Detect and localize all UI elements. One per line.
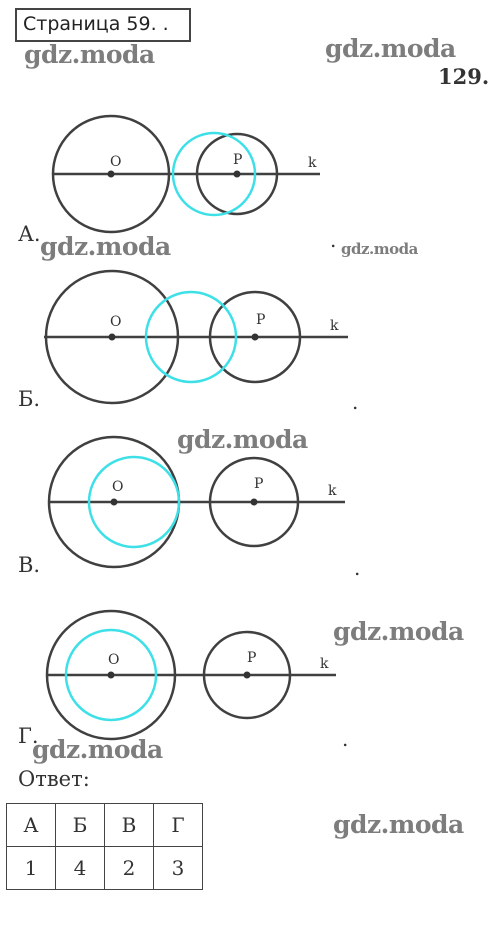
circle-p (195, 132, 279, 216)
label-k: k (308, 155, 317, 171)
table-cell: 1 (6, 846, 56, 890)
answer-title: Ответ: (18, 767, 90, 791)
period: . (354, 556, 361, 580)
watermark: gdz.moda (333, 617, 464, 646)
point-o (108, 333, 116, 341)
table-header-cell: А (6, 803, 56, 847)
figure-label-a: А. (18, 222, 41, 246)
circle-highlight (64, 628, 158, 722)
label-k: k (330, 318, 339, 334)
watermark: gdz.moda (325, 34, 456, 63)
point-p (251, 333, 259, 341)
figure-label-b: Б. (18, 387, 41, 411)
figure-label-g: Г. (18, 724, 39, 748)
label-k: k (320, 656, 329, 672)
answer-table: А Б В Г 1 4 2 3 (6, 803, 203, 890)
circle-p (208, 290, 302, 384)
circle-highlight (171, 131, 257, 217)
circle-highlight (144, 290, 238, 384)
label-k: k (328, 483, 337, 499)
point-p (250, 498, 258, 506)
period: . (352, 390, 359, 414)
point-p (233, 170, 241, 178)
label-o: O (110, 154, 121, 170)
label-o: O (112, 479, 123, 495)
page-label: Страница 59. . (15, 8, 191, 42)
watermark: gdz.moda (32, 735, 163, 764)
figure-v: O P k (47, 435, 345, 569)
figure-a: O P k (51, 114, 320, 234)
table-cell: 3 (153, 846, 203, 890)
point-o (107, 170, 115, 178)
point-o (107, 671, 115, 679)
circle-o (44, 269, 180, 405)
table-cell: 4 (55, 846, 105, 890)
label-o: O (110, 314, 121, 330)
table-header-cell: Б (55, 803, 105, 847)
figure-label-v: В. (18, 553, 41, 577)
table-cell: 2 (104, 846, 154, 890)
circle-o (45, 609, 177, 741)
table-row: 1 4 2 3 (6, 846, 203, 890)
label-p: P (256, 312, 265, 328)
label-p: P (254, 476, 263, 492)
watermark: gdz.moda (177, 425, 308, 454)
watermark: gdz.moda (341, 240, 418, 258)
circle-o (51, 114, 171, 234)
label-p: P (247, 650, 256, 666)
label-p: P (233, 152, 242, 168)
point-o (110, 498, 118, 506)
table-header-cell: В (104, 803, 154, 847)
watermark: gdz.moda (24, 40, 155, 69)
problem-number: 129. (438, 64, 490, 89)
circle-p (202, 630, 292, 720)
circle-p (208, 456, 300, 548)
watermark: gdz.moda (333, 810, 464, 839)
label-o: O (108, 652, 119, 668)
period: . (342, 727, 349, 751)
watermark: gdz.moda (40, 232, 171, 261)
circle-highlight (87, 455, 181, 549)
table-row: А Б В Г (6, 803, 203, 847)
table-header-cell: Г (153, 803, 203, 847)
period: . (330, 228, 337, 252)
figure-b: O P k (44, 269, 348, 405)
point-p (243, 671, 251, 679)
figure-g: O P k (45, 609, 336, 741)
